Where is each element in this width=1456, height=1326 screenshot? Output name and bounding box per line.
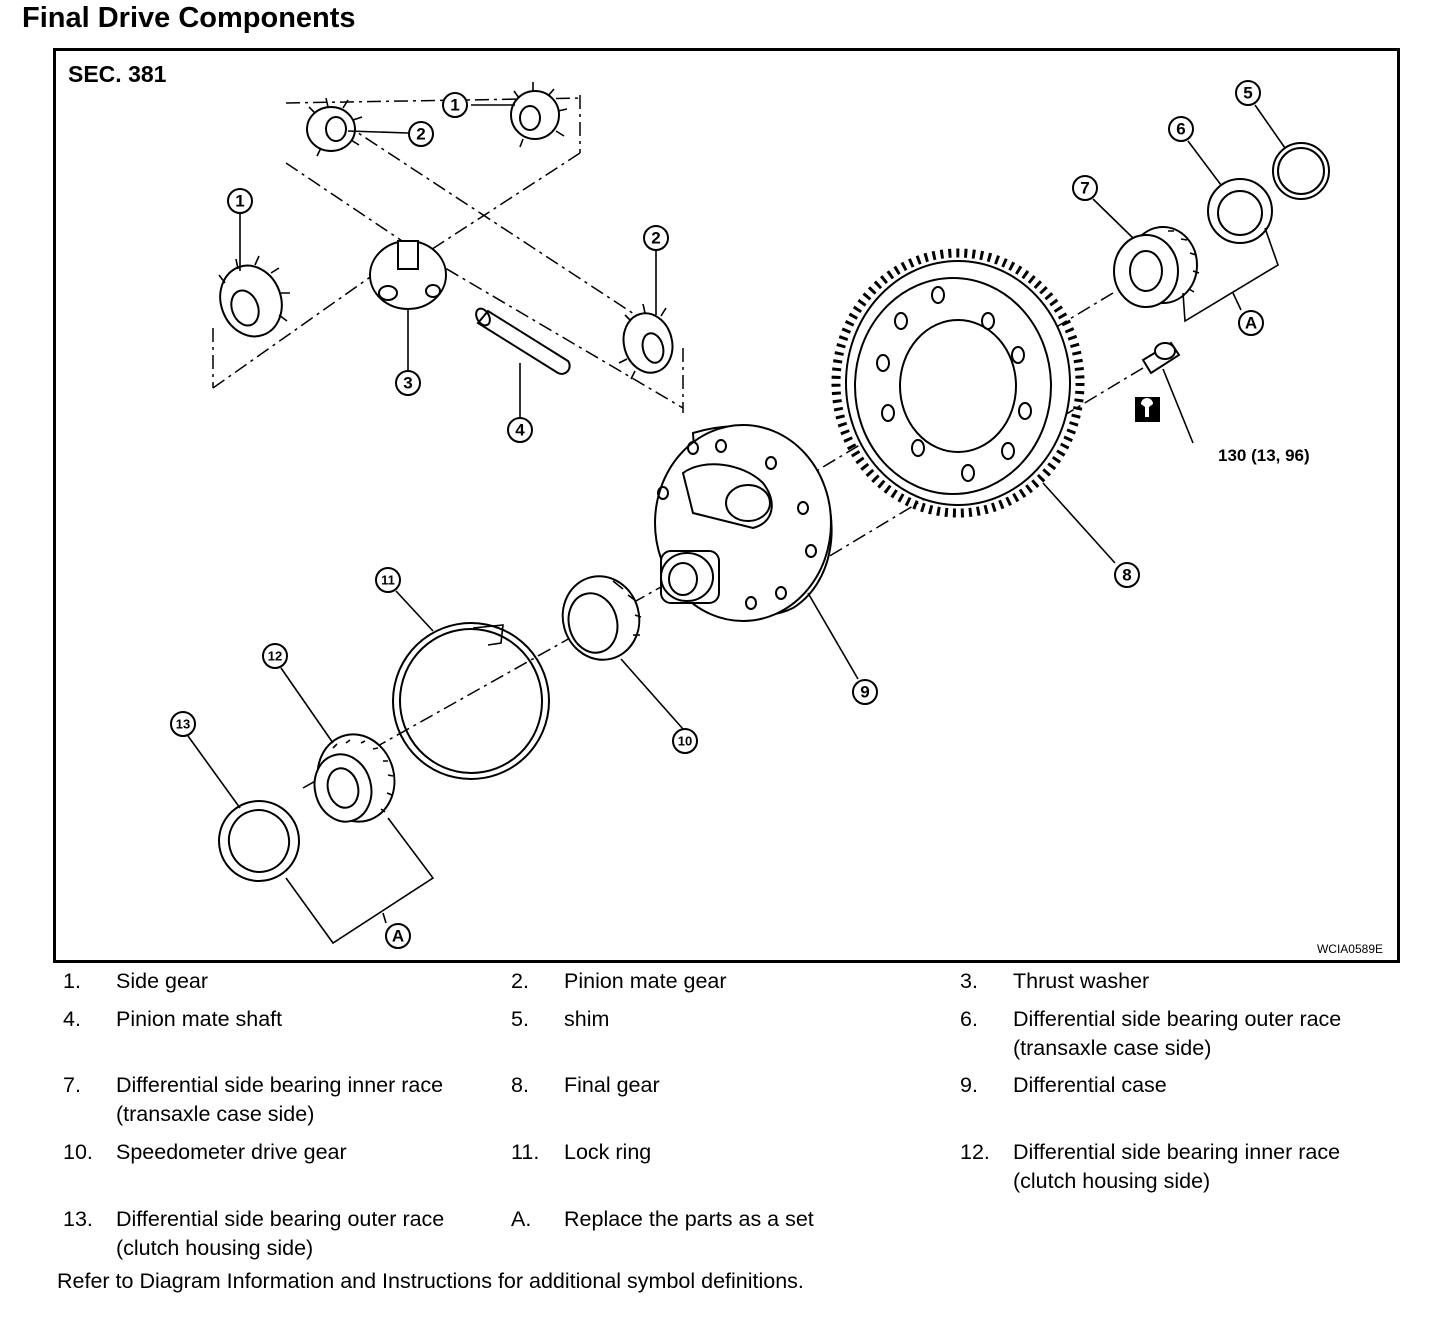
svg-text:11: 11 [381,573,395,588]
callout-5: 5 [1235,80,1261,106]
torque-spec: 130 (13, 96) [1218,446,1310,465]
callout-8: 8 [1114,562,1140,588]
final-gear-bolt-holes [876,286,1032,482]
side-gear-left [218,255,290,338]
svg-text:12: 12 [268,649,282,664]
bearing-inner-race-clutch-side [313,733,396,823]
section-label: SEC. 381 [68,61,167,87]
callouts: 1 1 2 2 3 4 5 6 7 8 9 10 11 12 13 A A [170,80,1264,949]
svg-text:A: A [392,927,404,946]
callout-7: 7 [1072,175,1098,201]
svg-text:2: 2 [416,125,425,144]
callout-2-top: 2 [408,121,434,147]
callout-6: 6 [1168,116,1194,142]
svg-text:1: 1 [450,96,459,115]
callout-3: 3 [395,370,421,396]
svg-text:7: 7 [1080,179,1089,198]
footer-note: Refer to Diagram Information and Instruc… [57,1269,804,1293]
page-title: Final Drive Components [22,2,356,34]
thrust-washer [369,240,447,310]
callout-11: 11 [375,567,401,593]
svg-text:8: 8 [1122,566,1131,585]
callout-2-right: 2 [643,225,669,251]
lock-ring [392,622,550,780]
svg-text:4: 4 [515,421,525,440]
svg-text:A: A [1245,314,1257,333]
side-gear-top [510,82,568,148]
torque-wrench-icon [1135,397,1160,422]
bearing-outer-race-transaxle-side [1207,178,1273,244]
callout-12: 12 [262,643,288,669]
pinion-mate-shaft [475,307,571,375]
callout-A-bottom: A [385,923,411,949]
pinion-mate-gear-top [306,97,363,157]
callout-1-top: 1 [442,92,468,118]
svg-text:6: 6 [1176,120,1185,139]
callout-10: 10 [672,728,698,754]
callout-13: 13 [170,711,196,737]
callout-9: 9 [852,679,878,705]
bearing-outer-race-clutch-side [218,800,300,882]
callout-4: 4 [507,417,533,443]
svg-text:5: 5 [1243,84,1252,103]
final-gear [831,248,1085,518]
pinion-mate-gear-right [618,303,674,380]
svg-text:9: 9 [860,683,869,702]
exploded-diagram: SEC. 381 .p { fill:none; stroke:#000; st… [53,48,1400,963]
svg-text:13: 13 [176,717,190,732]
svg-text:10: 10 [678,734,692,749]
speedometer-drive-gear [561,575,642,661]
diagram-drawing: .p { fill:none; stroke:#000; stroke-widt… [170,80,1330,949]
bearing-inner-race-transaxle-side [1113,226,1200,308]
callout-A-right: A [1238,310,1264,336]
shim [1272,142,1330,200]
leader-lines [187,104,1286,945]
svg-text:1: 1 [235,192,244,211]
differential-case [654,424,833,622]
callout-1-left: 1 [227,188,253,214]
figure-code: WCIA0589E [1316,942,1383,956]
svg-text:3: 3 [403,374,412,393]
final-gear-bolt [1141,341,1181,375]
svg-text:2: 2 [651,229,660,248]
